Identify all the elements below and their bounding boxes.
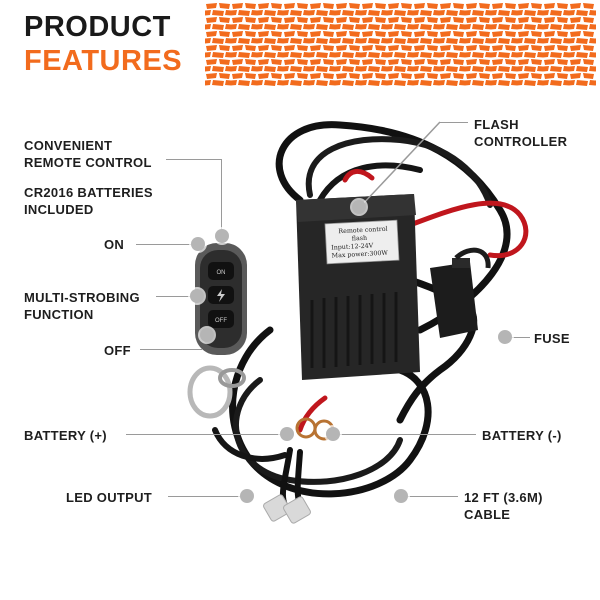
dot-battery-positive [280, 427, 294, 441]
label-off: OFF [104, 343, 131, 358]
cable-loop-2 [305, 136, 493, 208]
leader-remote-control-vertical [221, 159, 222, 231]
leader-off [140, 349, 202, 350]
flash-controller-box: Remote control flash Input:12-24V Max po… [296, 194, 420, 380]
title-product: PRODUCT [24, 11, 171, 43]
dot-off [200, 328, 214, 342]
lightning-icon [217, 289, 225, 302]
label-cable: 12 FT (3.6M) CABLE [464, 490, 543, 522]
leader-flash-controller-diagonal [360, 121, 441, 207]
dot-cable [394, 489, 408, 503]
cable-loop-3 [317, 162, 423, 203]
label-multi-strobing: MULTI-STROBING FUNCTION [24, 290, 140, 322]
tread-pattern-banner [205, 2, 596, 86]
leader-battery-negative [338, 434, 476, 435]
label-led-output: LED OUTPUT [66, 490, 153, 505]
remote-on-text: ON [217, 270, 226, 276]
red-wire-3 [297, 395, 328, 433]
controller-label-line-4: Max power:300W [332, 250, 389, 260]
fuse-holder [430, 247, 491, 338]
dot-battery-negative [326, 427, 340, 441]
cable-loop-5 [233, 377, 403, 485]
controller-label-line-3: Input:12-24V [331, 242, 374, 251]
label-battery-positive: BATTERY (+) [24, 428, 107, 443]
label-on: ON [104, 237, 125, 252]
leader-led-output [168, 496, 240, 497]
label-battery-negative: BATTERY (-) [482, 428, 562, 443]
dot-on [191, 237, 205, 251]
dot-multi-strobing [190, 289, 204, 303]
leader-fuse [510, 337, 530, 338]
leader-on [136, 244, 192, 245]
red-wire-2 [342, 169, 375, 183]
title-features: FEATURES [24, 45, 183, 77]
dot-remote-control [215, 229, 229, 243]
label-remote-control: CONVENIENT REMOTE CONTROL [24, 138, 152, 170]
remote-control: ON OFF [187, 243, 247, 419]
dot-fuse [498, 330, 512, 344]
controller-label-line-2: flash [352, 235, 368, 243]
cable-loop-4 [229, 326, 432, 498]
label-flash-controller: FLASH CONTROLLER [474, 117, 568, 149]
leader-remote-control [166, 159, 222, 160]
dot-flash-controller [352, 200, 366, 214]
dot-led-output [240, 489, 254, 503]
red-wire [407, 200, 529, 259]
leader-multi-strobing [156, 296, 192, 297]
label-fuse: FUSE [534, 331, 570, 346]
leader-battery-positive [126, 434, 282, 435]
leader-cable [404, 496, 458, 497]
cable-loop-6 [212, 427, 288, 462]
led-output-connector [263, 494, 311, 524]
leader-flash-controller [440, 122, 468, 123]
controller-label-line-1: Remote control [338, 226, 388, 236]
remote-off-text: OFF [215, 318, 227, 324]
label-batteries: CR2016 BATTERIES INCLUDED [24, 185, 153, 217]
